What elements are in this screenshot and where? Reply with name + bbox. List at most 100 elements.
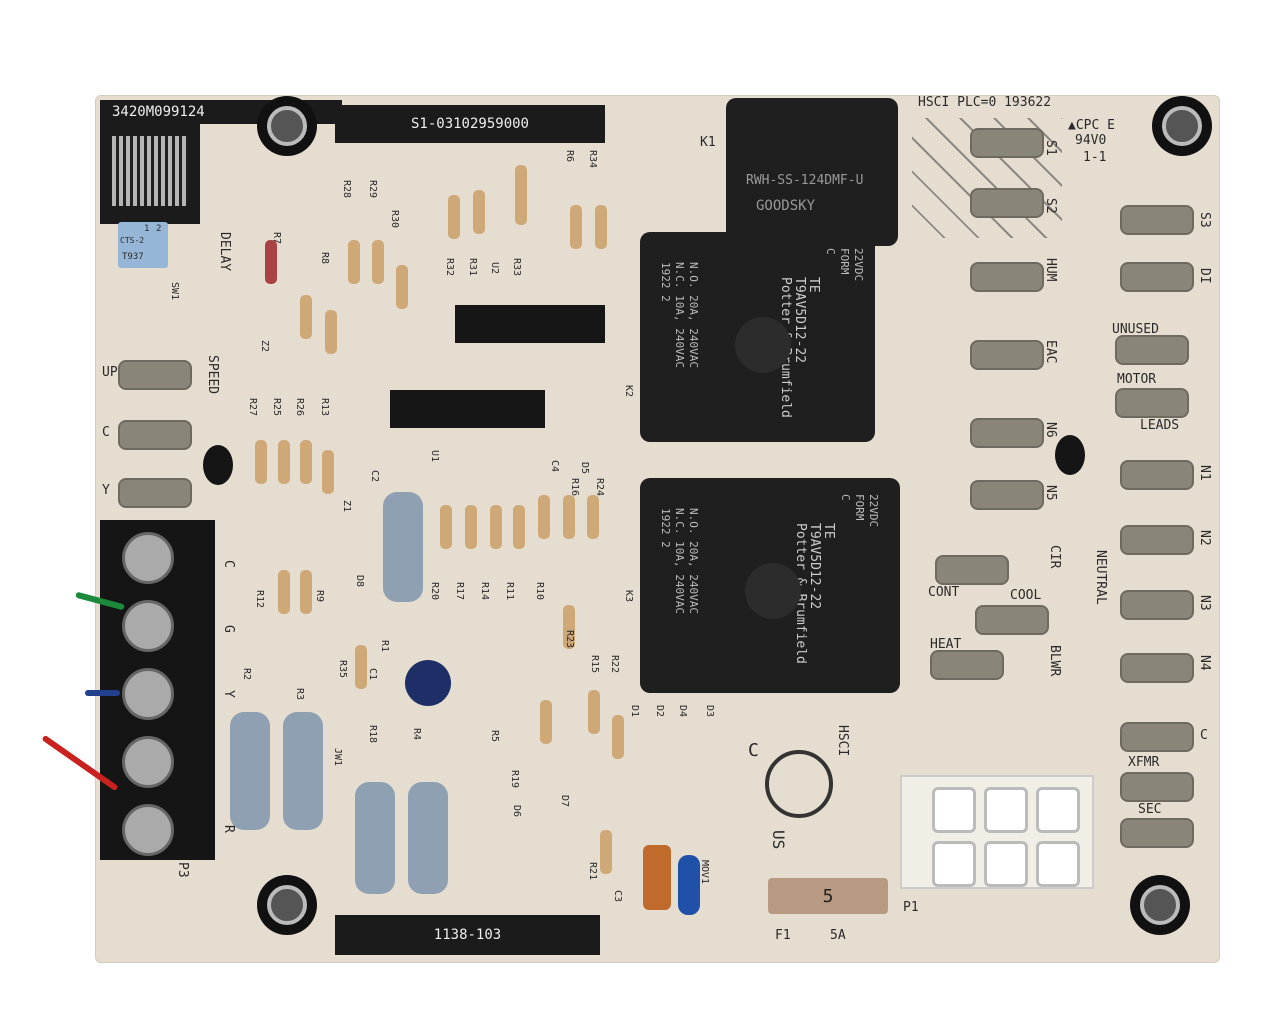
resistor [278, 440, 290, 484]
ul-c: C [748, 740, 759, 761]
terminal-unused[interactable] [1115, 335, 1189, 365]
terminal-n4[interactable] [1120, 653, 1194, 683]
ref-designator: D5 [579, 462, 590, 475]
resistor [255, 440, 267, 484]
rating-label: 94V0 [1075, 133, 1107, 148]
ref-designator: R13 [319, 398, 330, 417]
resistor [570, 205, 582, 249]
terminal-eac[interactable] [970, 340, 1044, 370]
ref-designator: R30 [389, 210, 400, 229]
ul-hsci: HSCI [835, 725, 850, 757]
resistor [440, 505, 452, 549]
ref-designator: U2 [489, 262, 500, 275]
terminal-s2[interactable] [970, 188, 1044, 218]
capacitor [405, 660, 451, 706]
terminal-n2[interactable] [1120, 525, 1194, 555]
terminal-n6[interactable] [970, 418, 1044, 448]
fuse-f1[interactable]: 5 [768, 878, 888, 914]
blwr-label: BLWR [1047, 645, 1062, 677]
relay-nc: N.C. 10A, 240VAC [673, 508, 686, 614]
power-resistor [383, 492, 423, 602]
terminal-n1[interactable] [1120, 460, 1194, 490]
ref-designator: R11 [504, 582, 515, 601]
resistor [300, 440, 312, 484]
screw-terminal[interactable] [122, 668, 174, 720]
resistor [595, 205, 607, 249]
mounting-hole [257, 875, 317, 935]
ref-designator: Z1 [341, 500, 352, 513]
ref-designator: R2 [241, 668, 252, 681]
terminal-n5[interactable] [970, 480, 1044, 510]
terminal-hum[interactable] [970, 262, 1044, 292]
ref-designator: R3 [294, 688, 305, 701]
dip-switch[interactable]: T937 1 2 CTS-2 [118, 222, 168, 268]
terminal-c[interactable] [118, 420, 192, 450]
fuse-value: 5 [822, 885, 834, 907]
terminal-di[interactable] [1120, 262, 1194, 292]
ref-designator: MOV1 [699, 860, 710, 885]
resistor [448, 195, 460, 239]
ref-designator: R12 [254, 590, 265, 609]
ref-designator: R5 [489, 730, 500, 743]
resistor [465, 505, 477, 549]
sec-label: SEC [1138, 802, 1162, 817]
relay-coil: 22VDC [867, 494, 880, 528]
resistor [355, 645, 367, 689]
heat-label: HEAT [930, 637, 962, 652]
resistor [278, 570, 290, 614]
ref-designator: R9 [314, 590, 325, 603]
ref-designator: R6 [564, 150, 575, 163]
relay-form: FORM [838, 248, 851, 275]
ref-designator: R25 [271, 398, 282, 417]
ref-designator: R1 [379, 640, 390, 653]
screw-terminal[interactable] [122, 600, 174, 652]
ref-designator: R24 [594, 478, 605, 497]
terminal-xfmr-c[interactable] [1120, 722, 1194, 752]
s2-label: S2 [1043, 198, 1058, 214]
resistor [490, 505, 502, 549]
resistor [322, 450, 334, 494]
power-resistor [355, 782, 395, 894]
terminal-y[interactable] [118, 478, 192, 508]
up-label: UP [102, 365, 118, 380]
qr-code [100, 124, 200, 224]
ref-designator: R28 [341, 180, 352, 199]
dip-code: T937 [122, 252, 144, 262]
ref-designator: R8 [319, 252, 330, 265]
hsci-label: HSCI PLC=0 193622 [918, 95, 1052, 110]
screw-terminal[interactable] [122, 532, 174, 584]
terminal-xfmr[interactable] [1120, 772, 1194, 802]
power-resistor [408, 782, 448, 894]
ref-designator: D3 [704, 705, 715, 718]
ref-designator: R10 [534, 582, 545, 601]
k2-ref: K2 [623, 385, 634, 398]
terminal-cont[interactable] [935, 555, 1009, 585]
terminal-s1[interactable] [970, 128, 1044, 158]
relay-no: N.O. 20A, 240VAC [687, 508, 700, 614]
speed-label: SPEED [205, 355, 220, 395]
ul-logo [765, 750, 833, 818]
relay-coil: 22VDC [852, 248, 865, 282]
terminal-motor[interactable] [1115, 388, 1189, 418]
connector-p1[interactable] [900, 775, 1094, 889]
xfmr-label: XFMR [1128, 755, 1160, 770]
screw-terminal[interactable] [122, 804, 174, 856]
p3-label: P3 [175, 862, 190, 878]
n5-label: N5 [1043, 485, 1058, 501]
terminal-sec[interactable] [1120, 818, 1194, 848]
screw-terminal[interactable] [122, 736, 174, 788]
terminal-speed-up[interactable] [118, 360, 192, 390]
block-label-y: Y [221, 690, 236, 698]
resistor [612, 715, 624, 759]
terminal-n3[interactable] [1120, 590, 1194, 620]
terminal-s3[interactable] [1120, 205, 1194, 235]
ref-designator: R16 [569, 478, 580, 497]
ref-designator: Z2 [259, 340, 270, 353]
ic-u1 [390, 390, 545, 428]
resistor [300, 570, 312, 614]
terminal-heat[interactable] [930, 650, 1004, 680]
ref-designator: R31 [467, 258, 478, 277]
cpc-label: ▲CPC E [1068, 118, 1115, 133]
terminal-cool[interactable] [975, 605, 1049, 635]
